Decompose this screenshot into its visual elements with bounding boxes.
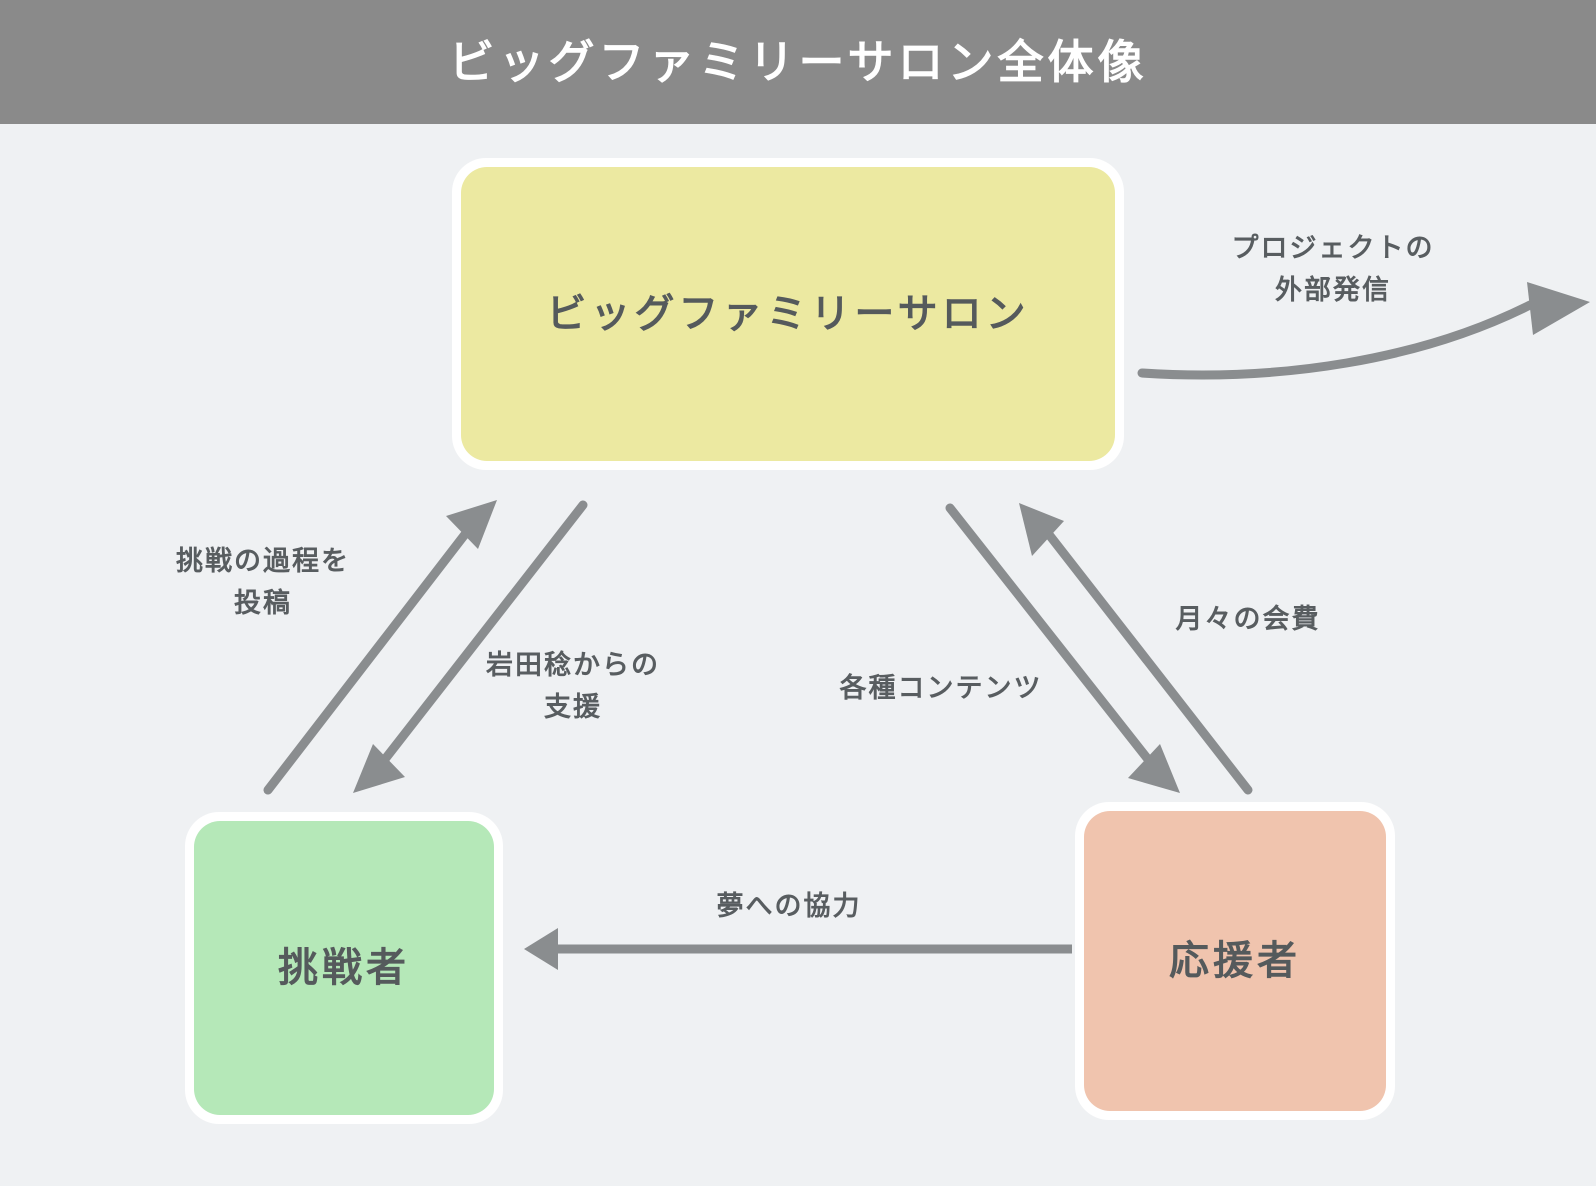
edge-label-challenge-posts: 挑戦の過程を 投稿 xyxy=(176,546,350,618)
node-challenger-surface: 挑戦者 xyxy=(194,821,494,1115)
edge-various-contents xyxy=(945,503,1180,793)
node-salon[interactable]: ビッグファミリーサロン xyxy=(452,158,1124,470)
node-supporter-label: 応援者 xyxy=(1169,939,1301,983)
node-challenger[interactable]: 挑戦者 xyxy=(185,812,503,1124)
edge-label-dream-cooperation: 夢への協力 xyxy=(716,891,862,921)
edge-label-external-broadcast: プロジェクトの 外部発信 xyxy=(1231,233,1435,305)
page-title: ビッグファミリーサロン全体像 xyxy=(448,36,1148,88)
node-challenger-label: 挑戦者 xyxy=(278,946,410,990)
node-supporter-surface: 応援者 xyxy=(1084,811,1386,1111)
node-salon-label: ビッグファミリーサロン xyxy=(546,292,1030,336)
node-supporter[interactable]: 応援者 xyxy=(1075,802,1395,1120)
edge-label-monthly-fee: 月々の会費 xyxy=(1175,604,1321,634)
edge-label-various-contents: 各種コンテンツ xyxy=(839,673,1043,703)
edge-dream-cooperation xyxy=(524,928,1072,970)
edge-monthly-fee xyxy=(1019,503,1253,795)
header-bar: ビッグファミリーサロン全体像 xyxy=(0,0,1596,124)
node-salon-surface: ビッグファミリーサロン xyxy=(461,167,1115,461)
edge-label-iwata-support: 岩田稔からの 支援 xyxy=(486,650,660,722)
